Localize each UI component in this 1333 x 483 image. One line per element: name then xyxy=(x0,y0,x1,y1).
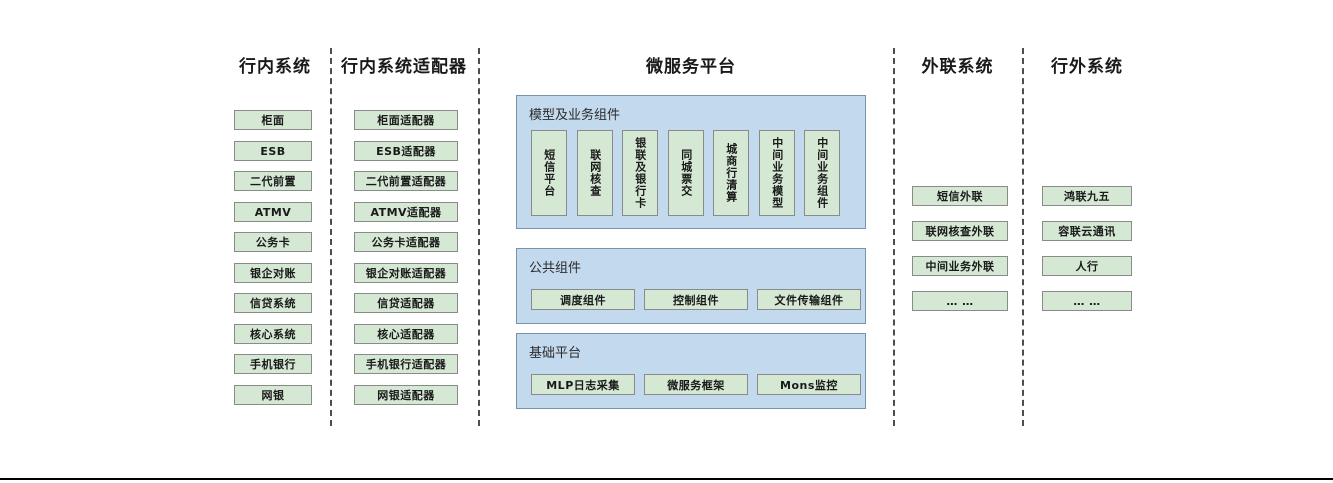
box-internal-system-adapters-4[interactable]: 公务卡适配器 xyxy=(354,232,458,252)
panel-model-business-components: 模型及业务组件短信平台 联网核查 银联及银行卡 同城票交 城商行清算 中间业务模型 中间业务… xyxy=(516,95,866,229)
column-divider-1 xyxy=(478,48,480,426)
box-internal-system-adapters-6[interactable]: 信贷适配器 xyxy=(354,293,458,313)
column-divider-2 xyxy=(893,48,895,426)
column-title-outside-bank-systems: 行外系统 xyxy=(1051,57,1123,77)
box-internal-system-adapters-8[interactable]: 手机银行适配器 xyxy=(354,354,458,374)
box-label: 中间业务组件 xyxy=(815,137,829,209)
box-internal-system-adapters-7[interactable]: 核心适配器 xyxy=(354,324,458,344)
box-model-business-components-1[interactable]: 联网核查 xyxy=(577,130,613,216)
box-internal-systems-8[interactable]: 手机银行 xyxy=(234,354,312,374)
box-internal-system-adapters-2[interactable]: 二代前置适配器 xyxy=(354,171,458,191)
box-outside-bank-systems-0[interactable]: 鸿联九五 xyxy=(1042,186,1132,206)
column-title-internal-system-adapters: 行内系统适配器 xyxy=(341,57,467,77)
box-public-components-1[interactable]: 控制组件 xyxy=(644,289,748,310)
box-outside-bank-systems-2[interactable]: 人行 xyxy=(1042,256,1132,276)
box-label: 联网核查 xyxy=(588,149,602,197)
box-external-link-systems-1[interactable]: 联网核查外联 xyxy=(912,221,1008,241)
box-internal-system-adapters-3[interactable]: ATMV适配器 xyxy=(354,202,458,222)
box-label: 短信平台 xyxy=(542,149,556,197)
box-internal-systems-3[interactable]: ATMV xyxy=(234,202,312,222)
bottom-rule xyxy=(0,478,1333,480)
box-label: 同城票交 xyxy=(679,149,693,197)
box-internal-systems-4[interactable]: 公务卡 xyxy=(234,232,312,252)
box-model-business-components-5[interactable]: 中间业务模型 xyxy=(759,130,795,216)
box-model-business-components-6[interactable]: 中间业务组件 xyxy=(804,130,840,216)
box-internal-system-adapters-0[interactable]: 柜面适配器 xyxy=(354,110,458,130)
column-title-internal-systems: 行内系统 xyxy=(239,57,311,77)
box-internal-systems-7[interactable]: 核心系统 xyxy=(234,324,312,344)
panel-title-public-components: 公共组件 xyxy=(529,261,582,276)
panel-title-model-business-components: 模型及业务组件 xyxy=(529,108,621,123)
box-public-components-0[interactable]: 调度组件 xyxy=(531,289,635,310)
column-title-microservice-platform: 微服务平台 xyxy=(646,57,736,77)
box-basic-platform-1[interactable]: 微服务框架 xyxy=(644,374,748,395)
box-basic-platform-2[interactable]: Mons监控 xyxy=(757,374,861,395)
box-model-business-components-2[interactable]: 银联及银行卡 xyxy=(622,130,658,216)
box-label: 银联及银行卡 xyxy=(633,137,647,209)
box-outside-bank-systems-1[interactable]: 容联云通讯 xyxy=(1042,221,1132,241)
panel-basic-platform: 基础平台 MLP日志采集微服务框架 Mons监控 xyxy=(516,333,866,409)
box-label: 城商行清算 xyxy=(724,143,738,203)
panel-title-basic-platform: 基础平台 xyxy=(529,346,582,361)
box-model-business-components-4[interactable]: 城商行清算 xyxy=(713,130,749,216)
column-title-external-link-systems: 外联系统 xyxy=(921,57,994,77)
column-divider-3 xyxy=(1022,48,1024,426)
box-basic-platform-0[interactable]: MLP日志采集 xyxy=(531,374,635,395)
box-internal-system-adapters-9[interactable]: 网银适配器 xyxy=(354,385,458,405)
box-internal-systems-9[interactable]: 网银 xyxy=(234,385,312,405)
box-internal-system-adapters-5[interactable]: 银企对账适配器 xyxy=(354,263,458,283)
box-internal-systems-0[interactable]: 柜面 xyxy=(234,110,312,130)
box-external-link-systems-2[interactable]: 中间业务外联 xyxy=(912,256,1008,276)
box-internal-systems-1[interactable]: ESB xyxy=(234,141,312,161)
panel-public-components: 公共组件调度组件控制组件文件传输组件 xyxy=(516,248,866,324)
box-internal-systems-5[interactable]: 银企对账 xyxy=(234,263,312,283)
box-internal-systems-2[interactable]: 二代前置 xyxy=(234,171,312,191)
box-internal-system-adapters-1[interactable]: ESB适配器 xyxy=(354,141,458,161)
box-label: 中间业务模型 xyxy=(770,137,784,209)
box-internal-systems-6[interactable]: 信贷系统 xyxy=(234,293,312,313)
box-outside-bank-systems-3[interactable]: … … xyxy=(1042,291,1132,311)
box-model-business-components-3[interactable]: 同城票交 xyxy=(668,130,704,216)
box-public-components-2[interactable]: 文件传输组件 xyxy=(757,289,861,310)
column-divider-0 xyxy=(330,48,332,426)
box-external-link-systems-3[interactable]: … … xyxy=(912,291,1008,311)
box-model-business-components-0[interactable]: 短信平台 xyxy=(531,130,567,216)
box-external-link-systems-0[interactable]: 短信外联 xyxy=(912,186,1008,206)
